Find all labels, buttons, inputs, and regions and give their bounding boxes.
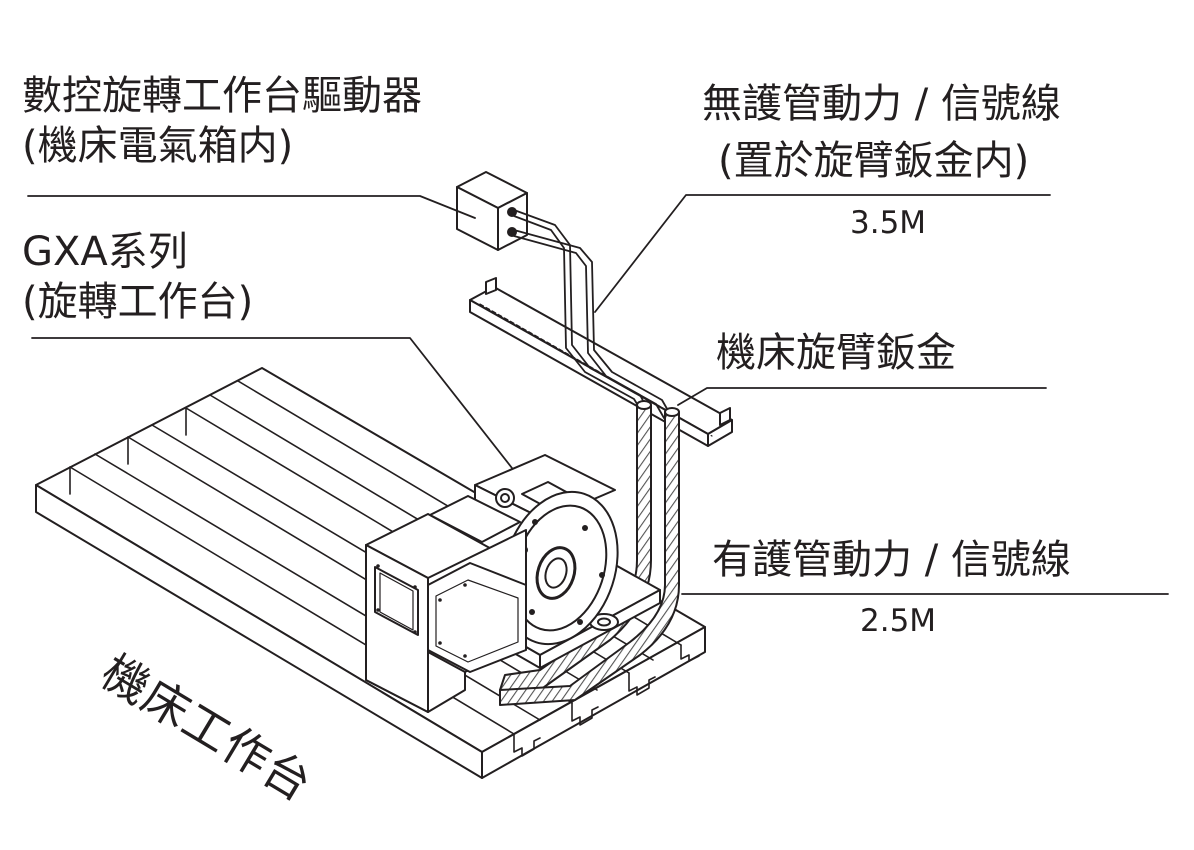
unprotected-cable-leader [594, 194, 1051, 313]
unprotected-cable-location-label: (置於旋臂鈑金内) [718, 138, 1030, 184]
unprotected-cables [513, 209, 671, 419]
driver-box [456, 171, 528, 251]
arm-leader [677, 387, 1047, 406]
rotary-table-label: (旋轉工作台) [22, 279, 254, 325]
unprotected-cable-label: 無護管動力 / 信號線 [702, 81, 1061, 127]
leader-lines [27, 194, 1169, 595]
unprotected-cable-length: 3.5M [850, 205, 927, 241]
protected-cable-length: 2.5M [860, 603, 937, 639]
gxa-rotary-table [429, 454, 619, 646]
motor-box [365, 513, 527, 713]
driver-label: 數控旋轉工作台驅動器 [22, 73, 422, 119]
gxa-series-label: GXA系列 [22, 229, 188, 275]
arm-sheet-metal-label: 機床旋臂鈑金 [716, 330, 956, 376]
protected-cable-label: 有護管動力 / 信號線 [712, 537, 1071, 583]
gxa-leader [31, 337, 513, 469]
driver-location-label: (機床電氣箱内) [22, 123, 294, 169]
driver-leader [27, 195, 476, 219]
